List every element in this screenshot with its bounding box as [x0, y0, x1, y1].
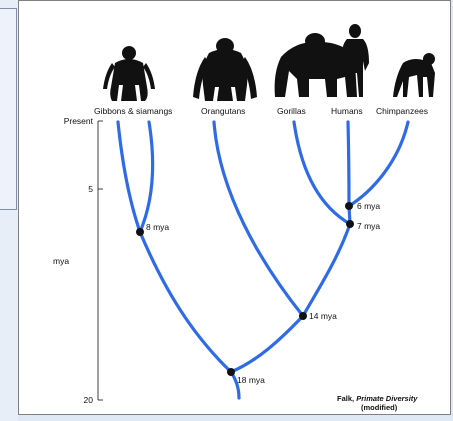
branch-gibbon-b [140, 122, 153, 232]
left-panel-box [0, 8, 17, 210]
branch-gibbon-stem [140, 232, 231, 372]
node-8mya [136, 228, 144, 236]
node-14mya [299, 312, 307, 320]
phylogeny-branches [118, 122, 408, 398]
taxon-label-chimpanzees: Chimpanzees [376, 106, 428, 116]
branch-african-stem [303, 224, 350, 316]
branch-orangutan [214, 122, 303, 316]
node-6mya [345, 202, 353, 210]
taxon-label-orangutans: Orangutans [201, 106, 245, 116]
node-label-14mya: 14 mya [309, 311, 337, 321]
axis-tick-5: 5 [88, 184, 93, 194]
taxon-label-gibbons: Gibbons & siamangs [94, 106, 172, 116]
node-label-7mya: 7 mya [357, 221, 380, 231]
branch-gibbon-a [118, 122, 140, 232]
time-axis: Present 5 20 mya [53, 116, 103, 405]
axis-unit-label: mya [53, 256, 69, 266]
branch-human [348, 122, 349, 206]
taxon-label-gorillas: Gorillas [277, 106, 306, 116]
citation-author: Falk, [337, 394, 356, 403]
chimpanzee-silhouette-icon [393, 53, 435, 97]
node-label-18mya: 18 mya [237, 375, 265, 385]
node-7mya [346, 220, 354, 228]
citation-note: (modified) [361, 403, 398, 412]
orangutan-silhouette-icon [193, 38, 257, 101]
branch-great-ape-stem [231, 316, 303, 372]
axis-tick-20: 20 [84, 395, 94, 405]
phylogeny-figure: Gibbons & siamangs Orangutans Gorillas H… [18, 0, 451, 415]
node-label-8mya: 8 mya [146, 222, 169, 232]
gibbon-silhouette-icon [103, 46, 155, 101]
branch-chimp [349, 122, 408, 206]
node-label-6mya: 6 mya [357, 201, 380, 211]
citation-title: Primate Diversity [356, 394, 418, 403]
citation-line: Falk, Primate Diversity [337, 394, 418, 403]
axis-tick-present: Present [64, 116, 94, 126]
phylogeny-svg: Gibbons & siamangs Orangutans Gorillas H… [19, 1, 452, 416]
node-18mya [227, 368, 235, 376]
taxon-label-humans: Humans [331, 106, 363, 116]
branch-gorilla [294, 122, 350, 224]
